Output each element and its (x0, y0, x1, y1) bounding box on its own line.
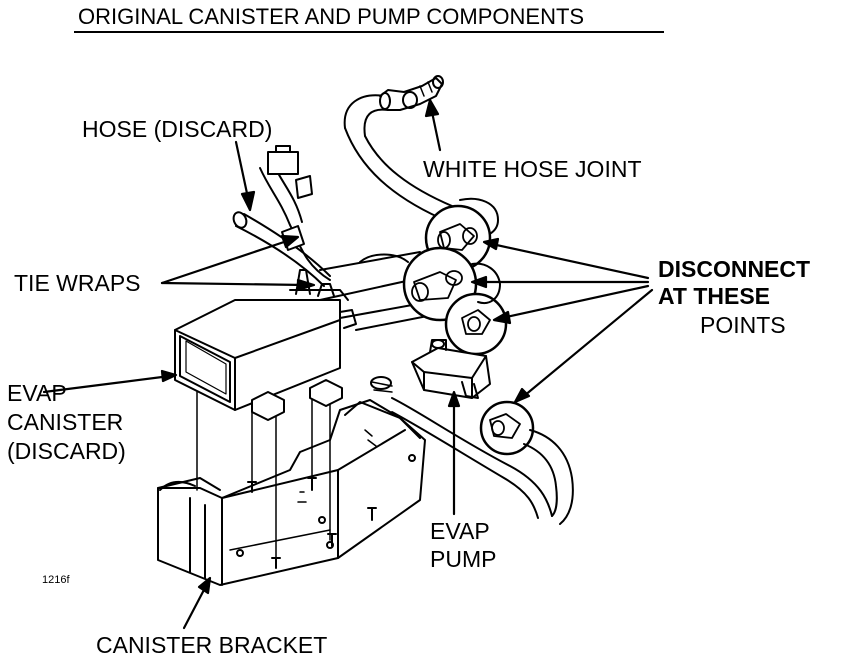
evap-pump-shape (411, 339, 491, 399)
label-evap-pump-line1: EVAP (430, 518, 490, 544)
right-hose-bulge (471, 262, 501, 304)
label-canister-bracket: CANISTER BRACKET (96, 632, 328, 658)
page-title: ORIGINAL CANISTER AND PUMP COMPONENTS (78, 4, 585, 29)
canister-bracket-shape (157, 399, 426, 586)
figure-number: 1216f (42, 574, 70, 586)
label-disconnect-line3: POINTS (700, 312, 786, 338)
label-evap-canister-line2: CANISTER (7, 409, 124, 435)
label-evap-pump-line2: PUMP (430, 546, 497, 572)
label-tie-wraps: TIE WRAPS (14, 270, 141, 296)
connector-fittings (411, 223, 521, 439)
label-hose-discard: HOSE (DISCARD) (82, 116, 273, 142)
lower-hose (370, 376, 574, 525)
alignment-lines (196, 391, 331, 561)
disconnect-circles (402, 204, 535, 456)
title-underline (74, 31, 664, 33)
leader-lines (42, 98, 654, 630)
label-disconnect-line1: DISCONNECT (658, 256, 811, 282)
label-white-hose-joint: WHITE HOSE JOINT (423, 156, 642, 182)
evap-canister-shape (174, 269, 357, 421)
label-evap-canister-line1: EVAP (7, 380, 67, 406)
label-disconnect-line2: AT THESE (658, 283, 771, 309)
upper-hose (343, 75, 499, 238)
label-evap-canister-line3: (DISCARD) (7, 438, 126, 464)
